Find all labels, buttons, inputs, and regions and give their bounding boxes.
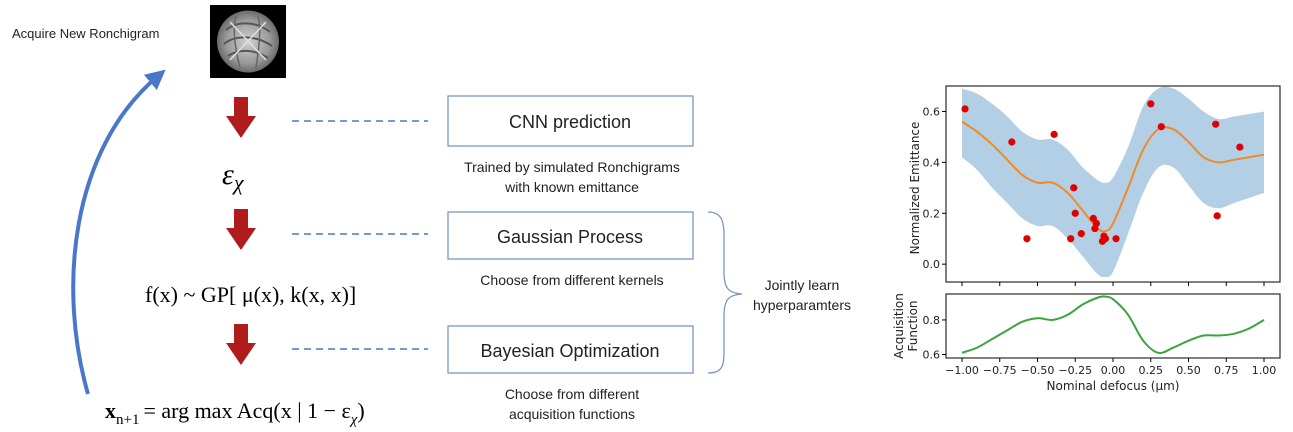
data-point [1236, 143, 1244, 151]
data-point [1067, 235, 1075, 243]
acquisition-line [961, 295, 1265, 354]
data-point [1070, 184, 1078, 192]
data-point [1071, 209, 1079, 217]
joint-note-line2: hyperparamters [753, 297, 851, 313]
data-point [1212, 120, 1220, 128]
cnn-note-line2: with known emittance [504, 179, 639, 195]
data-point [1050, 130, 1058, 138]
red-arrow-2 [226, 209, 256, 250]
gp-box: Gaussian Process [447, 211, 694, 260]
acquisition-formula: xn+1= arg max Acq(x | 1 − εχ) [105, 398, 365, 428]
emittance-chart: Normalized Emittance 0.0 0.2 0.4 0.6 [908, 85, 1281, 286]
x-tick-label: 0.25 [1139, 364, 1164, 377]
y-tick-label: 0.6 [923, 349, 941, 362]
bo-box-label: Bayesian Optimization [480, 341, 659, 361]
y-tick-label: 0.8 [923, 314, 941, 327]
y-tick-label: 0.0 [923, 258, 941, 271]
emittance-ylabel: Normalized Emittance [908, 122, 922, 255]
plot-area [961, 86, 1265, 278]
y-tick-label: 0.2 [923, 207, 941, 220]
data-point [1157, 123, 1165, 131]
bo-box: Bayesian Optimization [447, 325, 694, 374]
data-point [1147, 100, 1155, 108]
red-arrow-1 [226, 97, 256, 138]
x-tick-label: −1.00 [945, 364, 979, 377]
y-tick-label: 0.4 [923, 156, 941, 169]
data-point [1213, 212, 1221, 220]
acquire-label: Acquire New Ronchigram [12, 26, 159, 41]
joint-note-line1: Jointly learn [765, 277, 840, 293]
x-tick-label: 0.50 [1176, 364, 1201, 377]
y-tick-label: 0.6 [923, 105, 941, 118]
acquisition-ylabel-line2: Function [906, 300, 920, 351]
acquisition-plot-frame [945, 293, 1281, 359]
epsilon-symbol: εχ [222, 158, 245, 195]
data-point [961, 105, 969, 113]
x-tick-label: 0.00 [1101, 364, 1126, 377]
data-point [1092, 219, 1100, 228]
red-arrow-3 [226, 324, 256, 365]
x-tick-label: −0.25 [1058, 364, 1092, 377]
data-point [1101, 235, 1110, 243]
cnn-box: CNN prediction [447, 95, 694, 147]
data-point [1112, 235, 1120, 243]
gp-mean-line [961, 120, 1265, 233]
data-point [1008, 138, 1016, 146]
x-tick-label: −0.50 [1021, 364, 1055, 377]
gp-formula: f(x) ~ GP[ μ(x), k(x, x)] [145, 282, 356, 307]
curly-brace [707, 211, 743, 374]
gp-box-label: Gaussian Process [497, 227, 643, 247]
loop-arrow [71, 69, 166, 395]
bo-note-line2: acquisition functions [509, 406, 635, 422]
x-tick-label: −0.75 [983, 364, 1017, 377]
plot-area [961, 295, 1265, 354]
x-tick-label: 1.00 [1252, 364, 1277, 377]
cnn-note-line1: Trained by simulated Ronchigrams [464, 159, 680, 175]
x-tick-label: 0.75 [1214, 364, 1239, 377]
data-point [1077, 230, 1085, 238]
cnn-box-label: CNN prediction [509, 112, 631, 132]
gp-note: Choose from different kernels [480, 272, 663, 288]
acquisition-chart: Acquisition Function Nominal defocus (μm… [892, 293, 1281, 393]
acquisition-xlabel: Nominal defocus (μm) [1047, 379, 1180, 393]
confidence-band [962, 86, 1264, 278]
bo-note-line1: Choose from different [505, 386, 639, 402]
ronchigram-image [210, 5, 286, 78]
data-point [1023, 235, 1031, 243]
acquisition-ylabel-line1: Acquisition [892, 293, 906, 359]
